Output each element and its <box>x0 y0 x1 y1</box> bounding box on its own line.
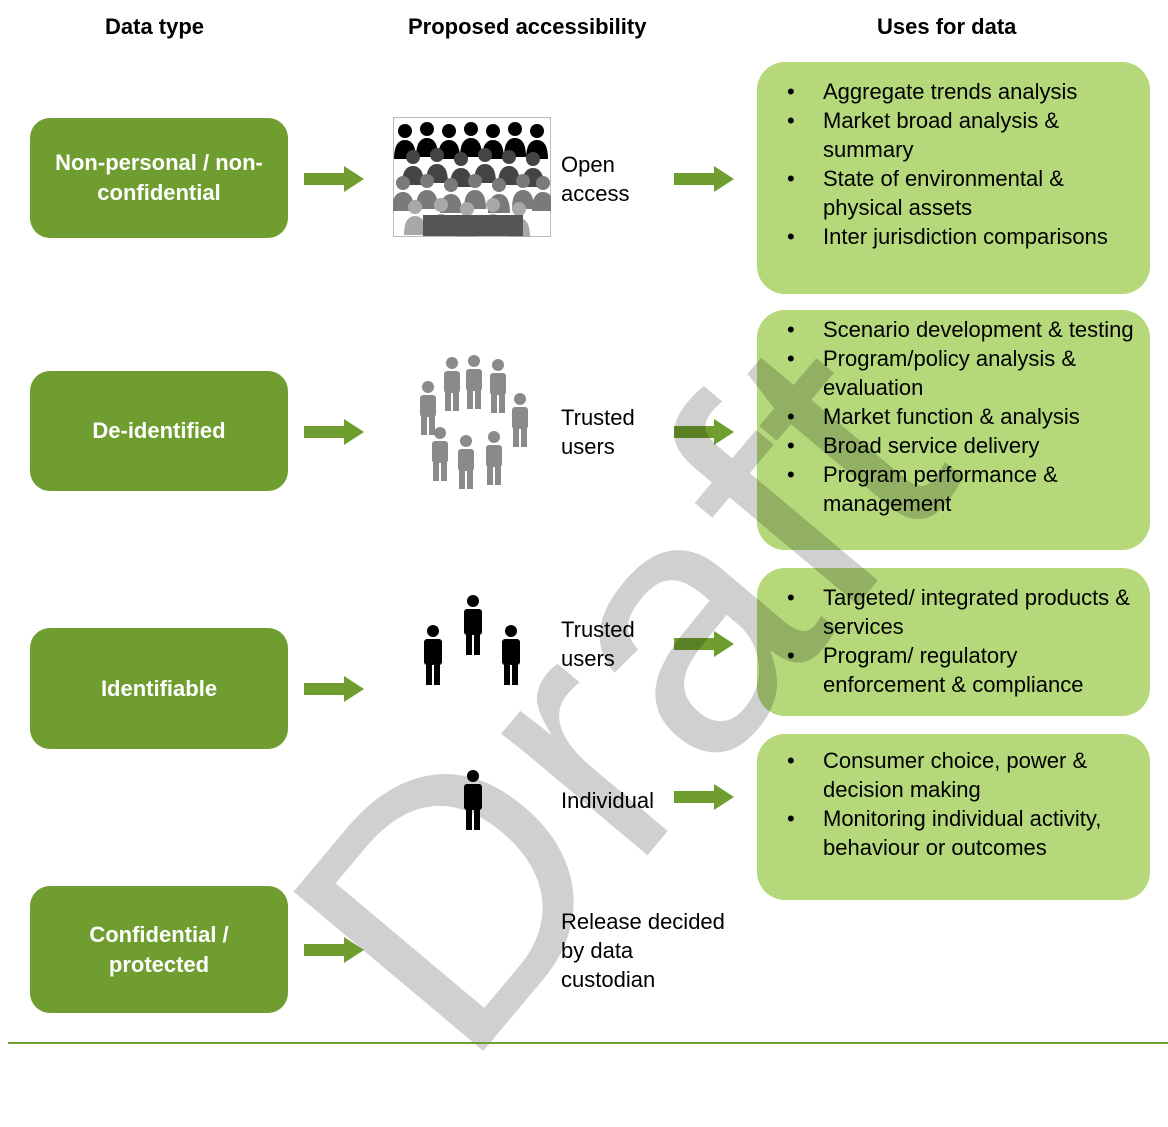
use-item: Aggregate trends analysis <box>787 77 1140 106</box>
arrow-icon <box>674 784 734 810</box>
arrow-icon <box>674 166 734 192</box>
access-label-individual: Individual <box>561 788 654 813</box>
header-data-type: Data type <box>105 14 205 39</box>
access-label-trusted-2: Trusted users <box>561 617 635 671</box>
header-accessibility: Proposed accessibility <box>408 14 647 39</box>
use-item: Program/ regulatory enforcement & compli… <box>787 641 1140 699</box>
uses-box-de-identified: Scenario development & testing Program/p… <box>757 310 1150 550</box>
use-item: Scenario development & testing <box>787 315 1140 344</box>
data-type-confidential: Confidential / protected <box>30 886 288 1013</box>
use-item: State of environmental & physical assets <box>787 164 1140 222</box>
access-label-open: Open access <box>561 152 630 206</box>
arrow-icon <box>304 166 364 192</box>
use-item: Broad service delivery <box>787 431 1140 460</box>
bottom-divider <box>8 1042 1168 1044</box>
data-type-label: De-identified <box>92 418 226 443</box>
grey-people-icon <box>420 355 528 489</box>
three-people-icon <box>424 595 520 685</box>
data-type-label: Non-personal / non-confidential <box>55 150 263 205</box>
use-item: Market broad analysis & summary <box>787 106 1140 164</box>
arrow-icon <box>304 937 364 963</box>
use-item: Consumer choice, power & decision making <box>787 746 1140 804</box>
use-item: Targeted/ integrated products & services <box>787 583 1140 641</box>
arrow-icon <box>304 419 364 445</box>
arrow-icon <box>674 631 734 657</box>
use-item: Program/policy analysis & evaluation <box>787 344 1140 402</box>
access-label-trusted-1: Trusted users <box>561 405 635 459</box>
uses-box-identifiable-trusted: Targeted/ integrated products & services… <box>757 568 1150 716</box>
use-item: Program performance & management <box>787 460 1140 518</box>
header-uses: Uses for data <box>877 14 1017 39</box>
arrow-icon <box>304 676 364 702</box>
uses-box-open: Aggregate trends analysis Market broad a… <box>757 62 1150 294</box>
data-type-label: Confidential / protected <box>89 921 229 977</box>
crowd-icon <box>393 117 551 237</box>
data-type-identifiable: Identifiable <box>30 628 288 749</box>
arrow-icon <box>674 419 734 445</box>
uses-box-individual: Consumer choice, power & decision making… <box>757 734 1150 900</box>
access-label-release: Release decided by data custodian <box>561 909 725 992</box>
person-icon <box>464 770 482 830</box>
use-item: Market function & analysis <box>787 402 1140 431</box>
use-item: Monitoring individual activity, behaviou… <box>787 804 1140 862</box>
use-item: Inter jurisdiction comparisons <box>787 222 1140 251</box>
data-type-de-identified: De-identified <box>30 371 288 491</box>
data-type-label: Identifiable <box>100 675 218 701</box>
data-type-non-personal: Non-personal / non-confidential <box>30 118 288 238</box>
